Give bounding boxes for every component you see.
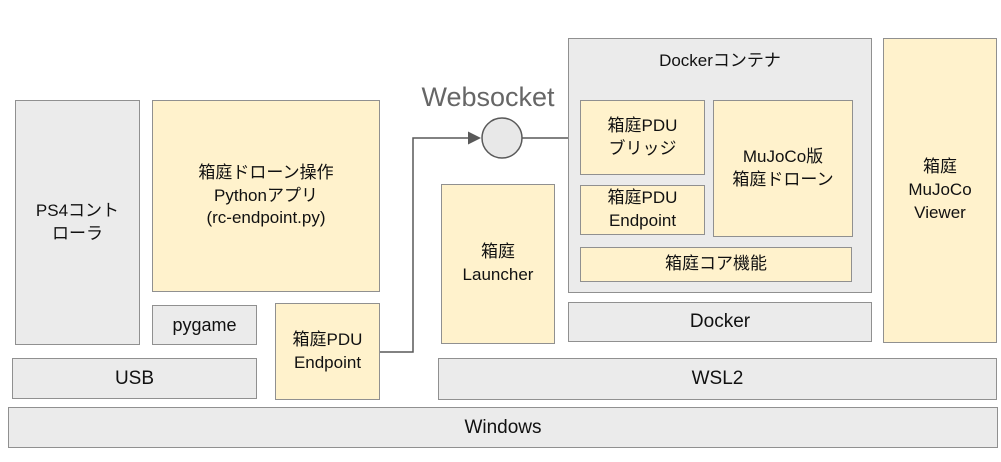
box-hakoniwa-launcher: 箱庭 Launcher — [441, 184, 555, 344]
box-core-functions: 箱庭コア機能 — [580, 247, 852, 282]
bar-windows: Windows — [8, 407, 998, 448]
box-python-app: 箱庭ドローン操作 Pythonアプリ (rc-endpoint.py) — [152, 100, 380, 292]
box-pdu-endpoint-docker: 箱庭PDU Endpoint — [580, 185, 705, 235]
box-pdu-bridge: 箱庭PDU ブリッジ — [580, 100, 705, 175]
websocket-node-icon — [481, 117, 523, 159]
websocket-label: Websocket — [421, 82, 555, 112]
box-mujoco-viewer: 箱庭 MuJoCo Viewer — [883, 38, 997, 343]
bar-usb: USB — [12, 358, 257, 399]
box-ps4-controller: PS4コント ローラ — [15, 100, 140, 345]
box-pygame: pygame — [152, 305, 257, 345]
bar-docker: Docker — [568, 302, 872, 342]
arrowhead-icon — [468, 131, 481, 145]
bar-wsl2: WSL2 — [438, 358, 997, 400]
box-mujoco-drone: MuJoCo版 箱庭ドローン — [713, 100, 853, 237]
box-pdu-endpoint-host: 箱庭PDU Endpoint — [275, 303, 380, 400]
